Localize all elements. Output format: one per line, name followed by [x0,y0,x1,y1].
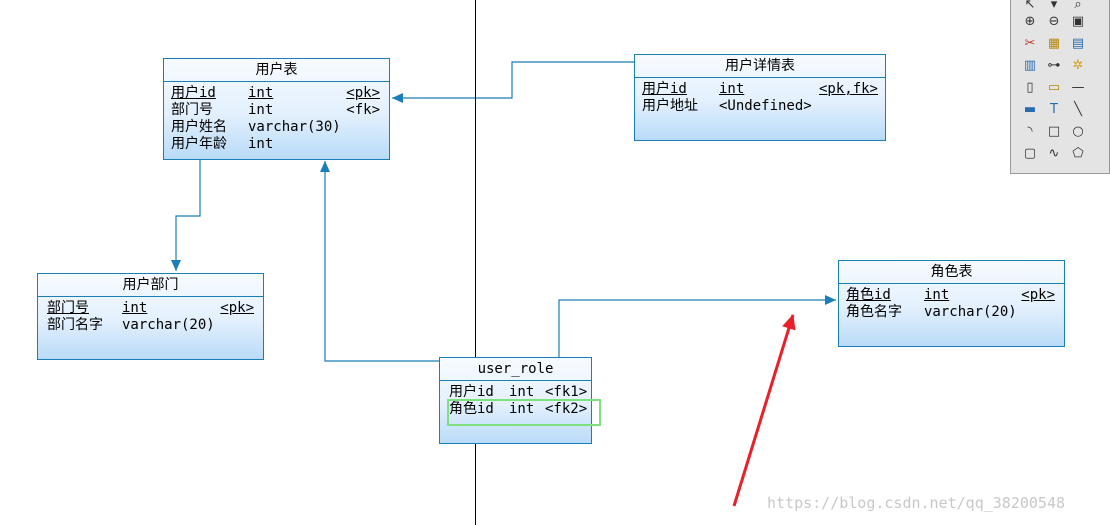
attribute-row: 用户id int <pk> [171,85,384,102]
attribute-row: 用户年龄 int [171,136,384,153]
attribute-name: 用户地址 [642,98,698,114]
rounded-rect-icon[interactable]: ▢ [1023,145,1037,161]
attribute-row: 部门号 int <fk> [171,102,384,119]
cut-icon[interactable]: ✂ [1024,35,1036,51]
entity-user-table[interactable]: 用户表 用户id int <pk> 部门号 int <fk> 用户姓名 varc… [163,58,390,160]
zoom-out-icon[interactable]: ⊖ [1048,13,1060,29]
entity-role-table[interactable]: 角色表 角色id int <pk> 角色名字 varchar(20) [838,260,1065,347]
table-icon[interactable]: ▤ [1071,35,1085,51]
highlight-box [447,399,601,426]
attribute-name: 用户id [449,384,494,400]
attribute-type: <Undefined> [719,98,812,114]
text-icon[interactable]: T [1050,101,1058,117]
attribute-type: int [719,81,745,97]
entity-title: user_role [440,358,591,381]
attribute-type: varchar(20) [122,317,215,333]
arc-icon[interactable]: ◝ [1027,123,1033,139]
tool-palette: ↖ ▾ ⌕ ⊕ ⊖ ▣ ✂ ▦ ▤ ▥ ⊶ ✲ ▯ ▭ — ▬ T ╲ ◝ □ … [1010,0,1110,174]
attribute-key: <fk2> [545,401,588,417]
attribute-row: 部门名字 varchar(20) [45,317,258,334]
attribute-name: 部门名字 [47,317,103,333]
ellipse-icon[interactable]: ○ [1072,123,1084,139]
attribute-name: 部门号 [171,102,213,118]
annotation-arrow [732,314,796,507]
attribute-type: int [248,136,274,152]
entity-title: 用户表 [164,59,389,82]
attribute-type: int [248,102,274,118]
bucket-icon[interactable]: ▾ [1050,0,1058,12]
attribute-name: 部门号 [47,300,89,316]
attribute-type: int [122,300,148,316]
attribute-key: <fk> [346,102,380,118]
attribute-type: int [248,85,274,101]
polyline-icon[interactable]: ∿ [1048,145,1060,161]
link-icon[interactable]: ▬ [1023,101,1037,117]
attribute-name: 角色id [449,401,494,417]
connector-userrole-to-role [558,295,836,357]
pointer-icon[interactable]: ↖ [1024,0,1036,12]
view-icon[interactable]: ▥ [1023,57,1037,73]
watermark-text: https://blog.csdn.net/qq_38200548 [767,494,1066,512]
attribute-row: 用户姓名 varchar(30) [171,119,384,136]
entity-title: 角色表 [839,261,1064,284]
attribute-name: 用户id [642,81,687,97]
connector-user-to-dept [171,160,201,271]
attribute-row: 用户地址 <Undefined> [642,98,880,115]
attribute-type: int [509,401,535,417]
zoom-in-icon[interactable]: ⊕ [1024,13,1036,29]
entity-title: 用户部门 [38,274,263,297]
attribute-key: <pk> [220,300,254,316]
attribute-key: <pk,fk> [818,81,878,97]
attribute-key: <pk> [346,85,380,101]
procedure-icon[interactable]: ✲ [1072,57,1084,73]
polygon-icon[interactable]: ⬠ [1072,145,1084,161]
properties-icon[interactable]: ▣ [1071,13,1085,29]
attribute-row: 角色名字 varchar(20) [846,304,1059,321]
attribute-row: 用户id int <fk1> [447,384,588,401]
attribute-row: 用户id int <pk,fk> [642,81,880,98]
attribute-key: <pk> [1021,287,1055,303]
attribute-key: <fk1> [545,384,588,400]
attribute-name: 角色id [846,287,891,303]
entity-title: 用户详情表 [635,55,885,78]
rectangle-icon[interactable]: □ [1047,123,1061,139]
line-icon[interactable]: — [1071,79,1085,95]
copy-icon[interactable]: ▦ [1047,35,1061,51]
vertical-divider-line [475,0,476,525]
attribute-type: int [509,384,535,400]
attribute-row: 角色id int <fk2> [447,401,588,418]
attribute-name: 用户姓名 [171,119,227,135]
entity-user-detail[interactable]: 用户详情表 用户id int <pk,fk> 用户地址 <Undefined> [634,54,886,141]
attribute-row: 角色id int <pk> [846,287,1059,304]
zoom-icon[interactable]: ⌕ [1074,0,1082,12]
reference-icon[interactable]: ⊶ [1047,57,1061,73]
attribute-type: int [924,287,950,303]
attribute-type: varchar(30) [248,119,341,135]
note-icon[interactable]: ▯ [1026,79,1034,95]
attribute-name: 用户id [171,85,216,101]
entity-user-dept[interactable]: 用户部门 部门号 int <pk> 部门名字 varchar(20) [37,273,264,360]
connector-detail-to-user [392,61,634,103]
attribute-name: 用户年龄 [171,136,227,152]
connector-userrole-to-user [320,161,440,362]
file-icon[interactable]: ▭ [1047,79,1061,95]
diagonal-line-icon[interactable]: ╲ [1074,101,1082,117]
attribute-type: varchar(20) [924,304,1017,320]
attribute-row: 部门号 int <pk> [45,300,258,317]
attribute-name: 角色名字 [846,304,902,320]
